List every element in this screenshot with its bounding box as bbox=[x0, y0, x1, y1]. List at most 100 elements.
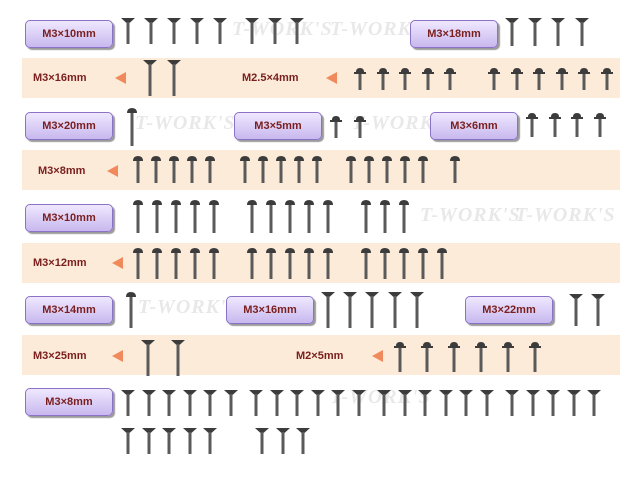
flat-head-screw-icon bbox=[190, 18, 204, 44]
button-head-screw-icon bbox=[171, 200, 181, 233]
button-head-screw-icon bbox=[418, 156, 428, 183]
size-label: M2.5×4mm bbox=[242, 72, 299, 84]
button-head-screw-icon bbox=[209, 200, 219, 233]
flanged-button-screw-icon bbox=[354, 116, 366, 138]
flat-head-screw-icon bbox=[141, 390, 156, 416]
button-head-screw-icon bbox=[323, 200, 333, 233]
flat-head-screw-icon bbox=[566, 390, 581, 416]
flat-head-screw-icon bbox=[290, 18, 304, 44]
flat-head-screw-icon bbox=[479, 390, 494, 416]
flat-head-screw-icon bbox=[397, 390, 412, 416]
flanged-button-screw-icon bbox=[444, 68, 456, 90]
size-label: M3×16mm bbox=[33, 72, 87, 84]
button-head-screw-icon bbox=[266, 248, 276, 279]
button-head-screw-icon bbox=[450, 156, 460, 183]
button-head-screw-icon bbox=[276, 156, 286, 183]
button-head-screw-icon bbox=[190, 248, 200, 279]
watermark: T-WORK'S bbox=[352, 112, 453, 134]
flat-head-screw-icon bbox=[365, 292, 379, 328]
flat-head-screw-icon bbox=[141, 428, 156, 454]
button-head-screw-icon bbox=[169, 156, 179, 183]
button-head-screw-icon bbox=[258, 156, 268, 183]
flanged-button-screw-icon bbox=[578, 68, 590, 90]
flanged-button-screw-icon bbox=[330, 116, 342, 138]
button-head-screw-icon bbox=[304, 248, 314, 279]
flat-head-screw-icon bbox=[505, 18, 519, 46]
arrow-left-icon bbox=[112, 350, 123, 362]
flat-head-screw-icon bbox=[203, 428, 217, 454]
flanged-button-screw-icon bbox=[571, 113, 583, 137]
flat-head-screw-icon bbox=[167, 60, 181, 96]
size-label-pill: M3×16mm bbox=[226, 296, 314, 324]
flat-head-screw-icon bbox=[267, 18, 282, 44]
button-head-screw-icon bbox=[247, 248, 257, 279]
flat-head-screw-icon bbox=[551, 18, 565, 46]
button-head-screw-icon bbox=[133, 248, 143, 279]
size-label-pill: M3×14mm bbox=[25, 296, 113, 324]
arrow-left-icon bbox=[326, 72, 337, 84]
button-head-screw-icon bbox=[285, 248, 295, 279]
flanged-button-screw-icon bbox=[593, 113, 606, 137]
size-label-pill: M3×6mm bbox=[430, 112, 518, 140]
flat-head-screw-icon bbox=[203, 390, 217, 416]
size-label-pill: M3×18mm bbox=[410, 20, 498, 48]
button-head-screw-icon bbox=[126, 292, 136, 328]
flanged-button-screw-icon bbox=[354, 68, 366, 90]
flanged-button-screw-icon bbox=[376, 68, 389, 90]
button-head-screw-icon bbox=[152, 248, 162, 279]
flat-head-screw-icon bbox=[569, 294, 583, 326]
size-label: M3×8mm bbox=[38, 165, 86, 177]
flat-head-screw-icon bbox=[121, 390, 135, 416]
flat-head-screw-icon bbox=[182, 390, 197, 416]
button-head-screw-icon bbox=[361, 248, 371, 279]
flat-head-screw-icon bbox=[121, 18, 135, 44]
flat-head-screw-icon bbox=[410, 292, 424, 328]
watermark: T-WORK'S bbox=[138, 296, 239, 318]
flat-head-screw-icon bbox=[377, 390, 391, 416]
button-head-screw-icon bbox=[151, 156, 161, 183]
button-head-screw-icon bbox=[346, 156, 356, 183]
flat-head-screw-icon bbox=[438, 390, 453, 416]
size-label-pill: M3×10mm bbox=[25, 20, 113, 48]
flat-head-screw-icon bbox=[388, 292, 402, 328]
button-head-screw-icon bbox=[399, 200, 409, 233]
flat-head-screw-icon bbox=[162, 390, 176, 416]
button-head-screw-icon bbox=[133, 200, 143, 233]
size-label-pill: M3×10mm bbox=[25, 204, 113, 232]
flat-head-screw-icon bbox=[141, 340, 155, 376]
size-label-pill: M3×8mm bbox=[25, 388, 113, 416]
button-head-screw-icon bbox=[323, 248, 333, 279]
button-head-screw-icon bbox=[171, 248, 181, 279]
flat-head-screw-icon bbox=[275, 428, 290, 454]
flanged-button-screw-icon bbox=[448, 342, 460, 372]
arrow-left-icon bbox=[112, 257, 123, 269]
size-label-pill: M3×5mm bbox=[234, 112, 322, 140]
button-head-screw-icon bbox=[361, 200, 371, 233]
flat-head-screw-icon bbox=[167, 18, 181, 44]
arrow-left-icon bbox=[115, 72, 126, 84]
flat-head-screw-icon bbox=[459, 390, 473, 416]
flanged-button-screw-icon bbox=[600, 68, 613, 90]
flanged-button-screw-icon bbox=[529, 342, 541, 372]
flat-head-screw-icon bbox=[418, 390, 432, 416]
size-label-pill: M3×20mm bbox=[25, 112, 113, 140]
flat-head-screw-icon bbox=[269, 390, 284, 416]
button-head-screw-icon bbox=[205, 156, 215, 183]
flat-head-screw-icon bbox=[296, 428, 310, 454]
flanged-button-screw-icon bbox=[394, 342, 406, 372]
flat-head-screw-icon bbox=[310, 390, 325, 416]
flat-head-screw-icon bbox=[162, 428, 176, 454]
button-head-screw-icon bbox=[187, 156, 197, 183]
flat-head-screw-icon bbox=[321, 292, 335, 328]
button-head-screw-icon bbox=[127, 108, 137, 146]
flat-head-screw-icon bbox=[525, 390, 540, 416]
button-head-screw-icon bbox=[294, 156, 304, 183]
button-head-screw-icon bbox=[190, 200, 200, 233]
flat-head-screw-icon bbox=[290, 390, 304, 416]
flat-head-screw-icon bbox=[255, 428, 269, 454]
flanged-button-screw-icon bbox=[526, 113, 538, 137]
flat-head-screw-icon bbox=[245, 18, 259, 44]
watermark: T-WORK'S bbox=[515, 204, 616, 226]
flat-head-screw-icon bbox=[575, 18, 589, 46]
flanged-button-screw-icon bbox=[548, 113, 561, 137]
